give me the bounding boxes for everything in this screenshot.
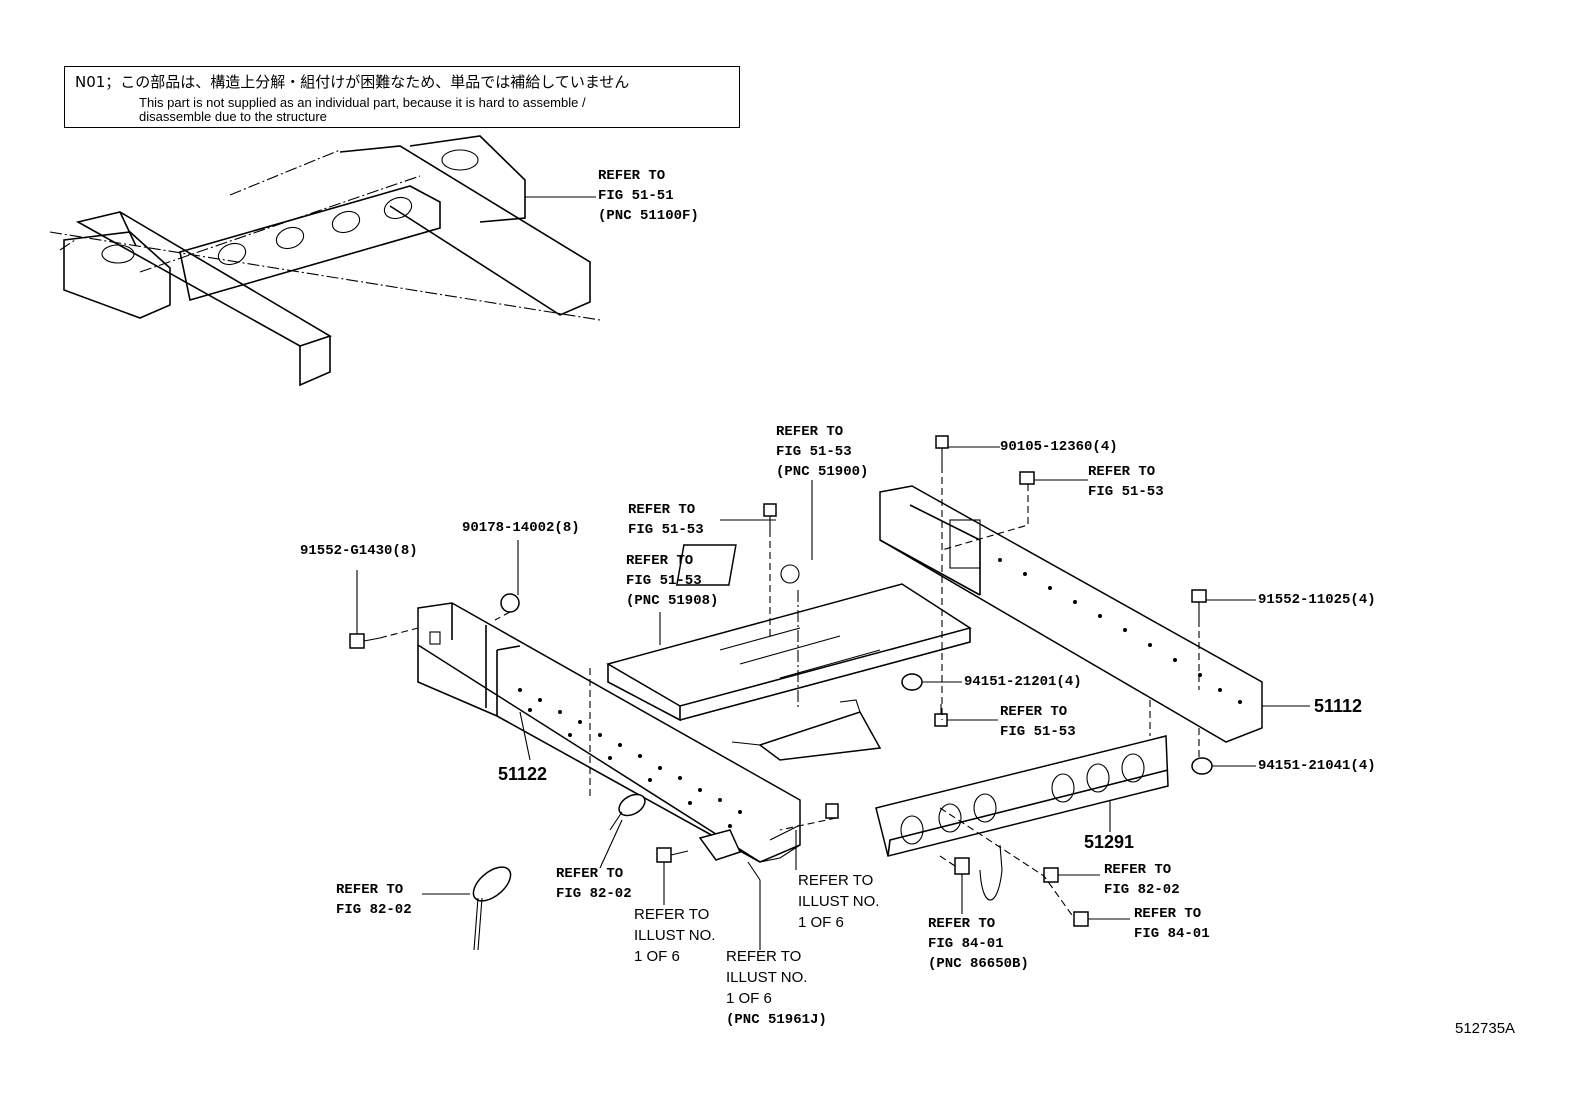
label-refer-fig-82-02-mid: REFER TO FIG 82-02 [556,866,632,902]
label-refer-fig-51-53-a: REFER TO FIG 51-53 [628,502,704,538]
leader-lines [356,446,1310,950]
part-number-94151-21041: 94151-21041(4) [1258,758,1376,774]
label-refer-fig-82-02-right: REFER TO FIG 82-02 [1104,862,1180,898]
label-refer-pnc-86650b: REFER TO FIG 84-01 (PNC 86650B) [928,916,1029,972]
label-refer-fig-82-02-left: REFER TO FIG 82-02 [336,882,412,918]
note-english-line-2: disassemble due to the structure [139,109,327,124]
label-refer-illust-b: REFER TO ILLUST NO. 1 OF 6 [798,872,880,931]
part-number-90178-14002: 90178-14002(8) [462,520,580,536]
part-number-90105-12360: 90105-12360(4) [1000,439,1118,455]
part-number-91552-g1430: 91552-G1430(8) [300,543,418,559]
label-refer-fig-51-53-b: REFER TO FIG 51-53 [1088,464,1164,500]
label-refer-pnc-51900: REFER TO FIG 51-53 (PNC 51900) [776,424,869,480]
note-japanese-text: N01；この部品は、構造上分解・組付けが困難なため、単品では補給していません [75,73,630,91]
label-refer-illust-a: REFER TO ILLUST NO. 1 OF 6 [634,906,716,965]
label-pnc-51961j: (PNC 51961J) [726,1012,827,1028]
frame-reference-drawing [49,135,601,387]
assembly-lines [379,466,1200,919]
label-refer-pnc-51908: REFER TO FIG 51-53 (PNC 51908) [626,553,719,609]
figure-id: 512735A [1455,1020,1516,1037]
rail-51122-drawing [417,602,801,863]
rail-51112-holes [998,558,1242,704]
cross-member-51291-drawing [875,735,1169,857]
note-box: N01；この部品は、構造上分解・組付けが困難なため、単品では補給していません T… [64,66,740,128]
part-number-94151-21201: 94151-21201(4) [964,674,1082,690]
label-refer-fig-51-53-c: REFER TO FIG 51-53 [1000,704,1076,740]
rail-51112-drawing [879,485,1263,743]
carrier-plate-drawing [606,544,972,761]
pnc-51291: 51291 [1084,832,1135,852]
part-number-91552-11025: 91552-11025(4) [1258,592,1376,608]
pnc-51122: 51122 [498,764,548,784]
rail-holes [518,688,742,828]
note-english-line-1: This part is not supplied as an individu… [139,95,586,110]
label-refer-fig-51-51: REFER TO FIG 51-51 (PNC 51100F) [598,168,699,224]
label-refer-illust-c: REFER TO ILLUST NO. 1 OF 6 [726,948,808,1007]
label-refer-fig-84-01-right: REFER TO FIG 84-01 [1134,906,1210,942]
pnc-51112: 51112 [1314,696,1363,716]
